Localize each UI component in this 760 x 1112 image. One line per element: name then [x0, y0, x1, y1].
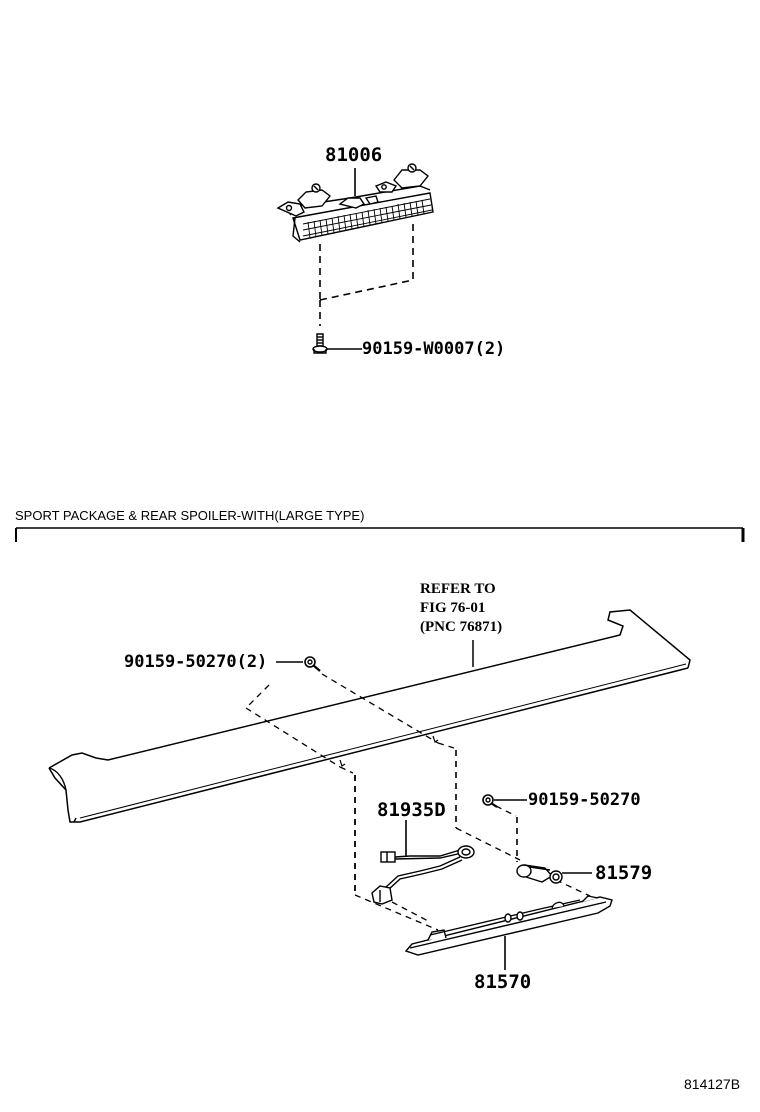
stop-lamp-81006-drawing — [276, 163, 434, 326]
wire-harness-81935d-drawing — [371, 820, 475, 905]
part-label-90159-50270-left[interactable]: 90159-50270(2) — [124, 652, 268, 672]
part-label-81579[interactable]: 81579 — [595, 862, 653, 884]
screw-w0007-icon — [312, 333, 362, 354]
screw-50270-left-icon — [276, 656, 321, 672]
part-label-81935d[interactable]: 81935D — [377, 799, 446, 821]
lamp-81570-drawing — [404, 895, 613, 970]
reference-note-line1: REFER TO — [420, 581, 496, 597]
part-label-81006[interactable]: 81006 — [325, 144, 383, 166]
reference-note-line2: FIG 76-01 — [420, 600, 486, 616]
part-label-90159-w0007[interactable]: 90159-W0007(2) — [362, 339, 506, 359]
figure-id: 814127B — [684, 1076, 741, 1092]
rear-spoiler-drawing — [48, 609, 691, 823]
reference-note-line3[interactable]: (PNC 76871) — [420, 619, 503, 635]
section-bracket — [15, 527, 745, 542]
socket-81579-drawing — [516, 864, 592, 884]
part-label-81570[interactable]: 81570 — [474, 971, 532, 993]
screw-50270-right-icon — [482, 794, 527, 808]
mounting-guide-lines — [245, 673, 591, 931]
part-label-90159-50270-right[interactable]: 90159-50270 — [528, 790, 641, 810]
section-title: SPORT PACKAGE & REAR SPOILER-WITH(LARGE … — [15, 508, 365, 523]
reference-note: REFER TO FIG 76-01 (PNC 76871) — [420, 580, 502, 637]
